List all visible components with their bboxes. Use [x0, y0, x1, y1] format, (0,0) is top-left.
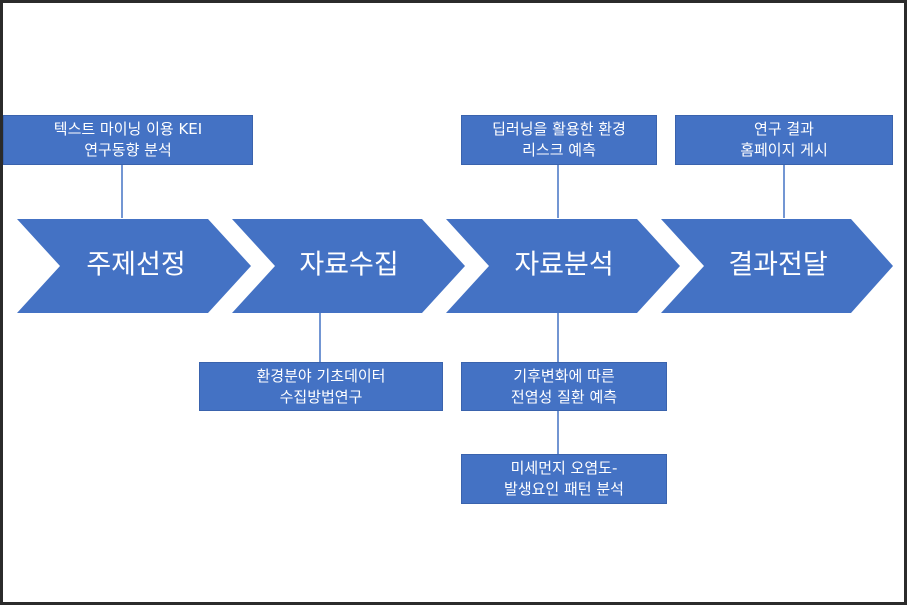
stage-label-result: 결과전달 [728, 250, 827, 281]
box-deep-learning-line1: 딥러닝을 활용한 환경 [492, 120, 626, 138]
stage-chevron-collection [232, 219, 465, 313]
box-deep-learning-line2: 리스크 예측 [522, 141, 596, 159]
stage-label-topic: 주제선정 [86, 250, 185, 281]
box-fine-dust: 미세먼지 오염도- 발생요인 패턴 분석 [461, 454, 667, 504]
box-fine-dust-line1: 미세먼지 오염도- [510, 459, 618, 477]
box-basic-data-line2: 수집방법연구 [279, 387, 363, 406]
box-homepage-line2: 홈페이지 게시 [740, 141, 828, 159]
stage-chevron-analysis [446, 219, 680, 313]
stage-label-analysis: 자료분석 [514, 250, 613, 281]
box-homepage-line1: 연구 결과 [754, 120, 814, 138]
box-fine-dust-line2: 발생요인 패턴 분석 [504, 480, 624, 498]
box-deep-learning: 딥러닝을 활용한 환경 리스크 예측 [461, 115, 657, 165]
box-climate-line1: 기후변화에 따른 [513, 366, 615, 385]
box-basic-data-line1: 환경분야 기초데이터 [256, 366, 386, 385]
stage-label-collection: 자료수집 [299, 250, 398, 281]
box-text-mining-line2: 연구동향 분석 [84, 141, 172, 159]
box-text-mining: 텍스트 마이닝 이용 KEI 연구동향 분석 [3, 115, 253, 165]
stage-chevron-result [661, 219, 893, 313]
box-climate: 기후변화에 따른 전염성 질환 예측 [461, 362, 667, 411]
box-homepage: 연구 결과 홈페이지 게시 [675, 115, 893, 165]
box-climate-line2: 전염성 질환 예측 [510, 387, 618, 406]
stage-chevron-topic [17, 219, 251, 313]
box-basic-data: 환경분야 기초데이터 수집방법연구 [199, 362, 443, 411]
box-text-mining-line1: 텍스트 마이닝 이용 KEI [53, 120, 203, 138]
